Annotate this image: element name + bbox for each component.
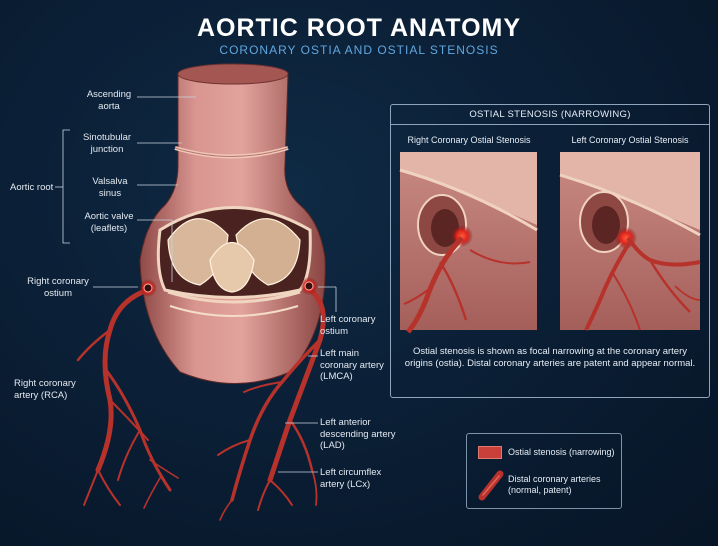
panel-caption: Ostial stenosis is shown as focal narrow… [400,346,700,370]
aorta [140,64,325,384]
legend-stenosis-label: Ostial stenosis (narrowing) [508,447,615,458]
label-lcx: Left circumflex artery (LCx) [320,467,390,490]
label-aortic-root: Aortic root [10,182,53,194]
stenosis-swatch [478,446,502,459]
label-lad: Left anterior descending artery (LAD) [320,417,398,452]
label-left-coronary-ostium: Left coronary ostium [320,314,390,337]
left-stenosis-title: Left Coronary Ostial Stenosis [556,135,704,145]
label-ascending-aorta: Ascending aorta [84,89,134,112]
legend-distal-label: Distal coronary arteries (normal, patent… [508,474,614,496]
label-right-coronary-artery: Right coronary artery (RCA) [14,378,82,401]
panel-heading: OSTIAL STENOSIS (NARROWING) [390,109,710,120]
panel-divider [391,124,709,125]
label-aortic-valve: Aortic valve (leaflets) [80,211,138,234]
right-stenosis-title: Right Coronary Ostial Stenosis [396,135,542,145]
label-lmca: Left main coronary artery (LMCA) [320,348,390,383]
label-valsalva-sinus: Valsalva sinus [86,176,134,199]
label-right-coronary-ostium: Right coronary ostium [18,276,98,299]
legend [466,433,622,509]
label-sinotubular-junction: Sinotubular junction [74,132,140,155]
